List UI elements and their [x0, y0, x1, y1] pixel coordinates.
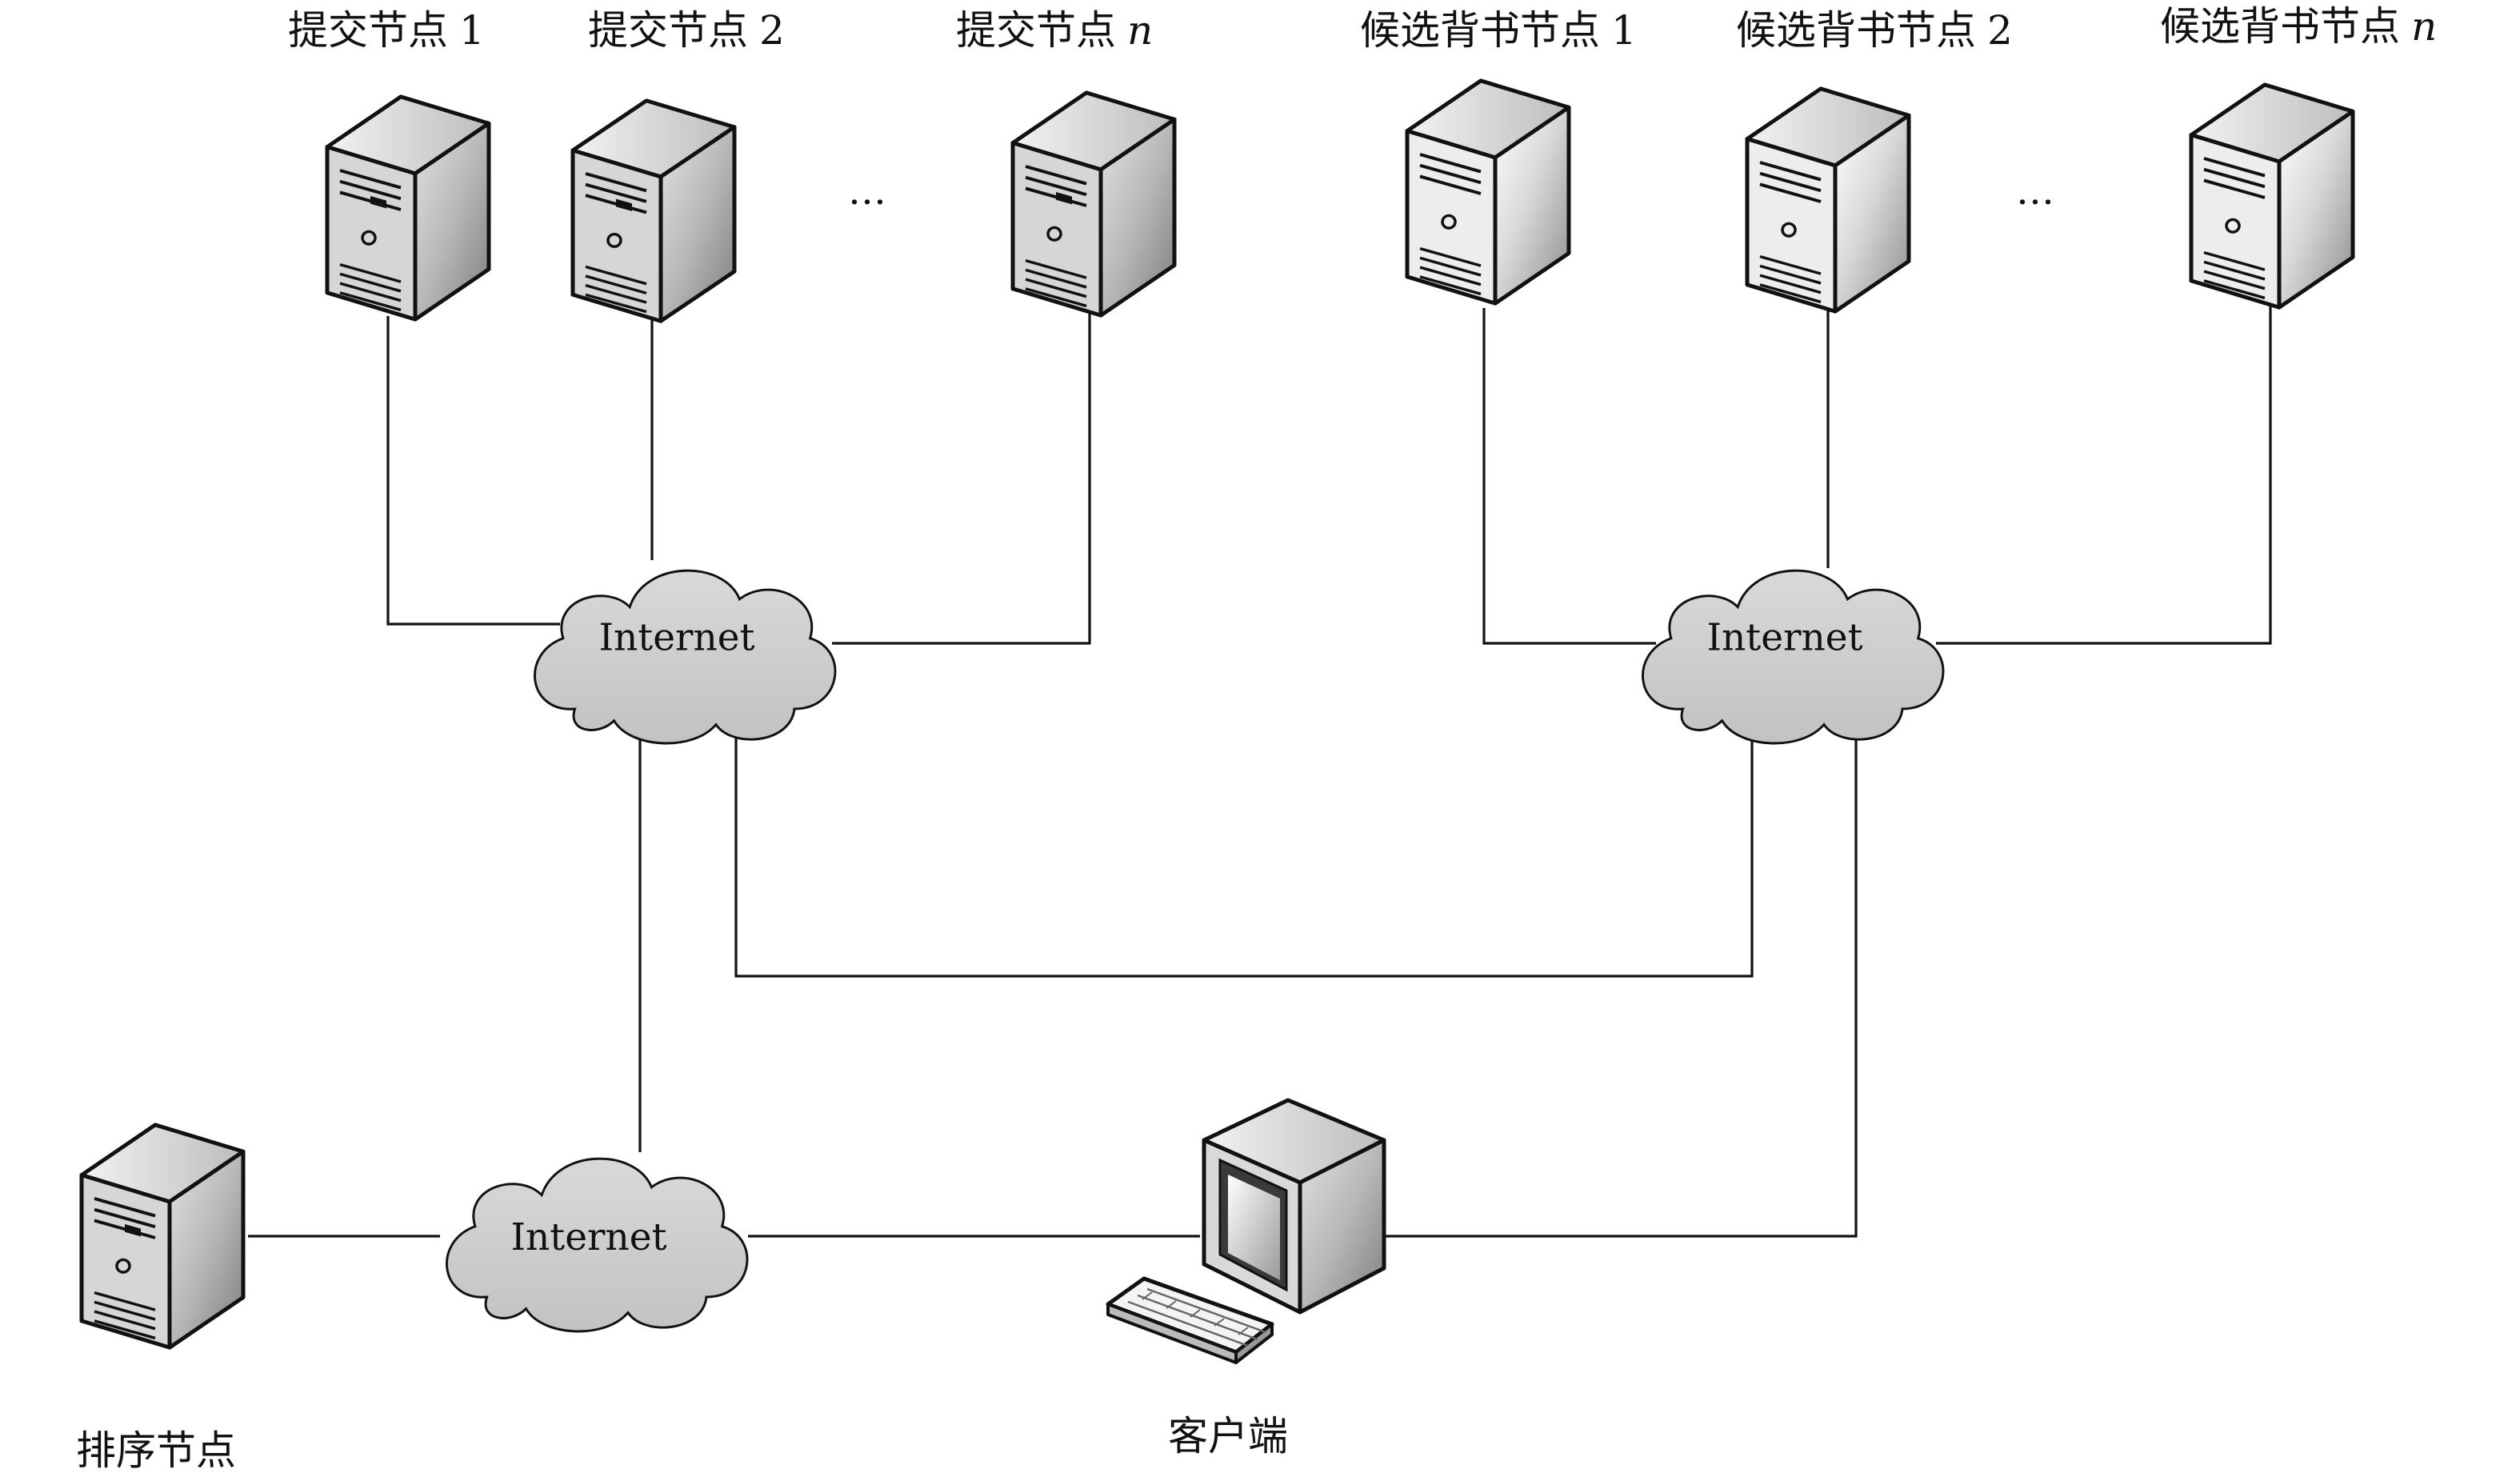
endorse-nodes-ellipsis: …: [2016, 169, 2054, 214]
endorse-node-n-index: n: [2411, 3, 2437, 50]
submit-node-2-label: 提交节点: [588, 7, 748, 54]
wire-submit-node-n: [832, 312, 1091, 645]
endorse-node-n-label: 候选背书节点: [2160, 3, 2400, 50]
submit-node-1-index: 1: [459, 7, 485, 54]
server-icon: [1407, 81, 1569, 303]
wire-client-right-cloud: [1376, 710, 1858, 1238]
server-icon: [1747, 89, 1909, 311]
client: 客户端: [1106, 1098, 1386, 1459]
endorse-node-2-index: 2: [1987, 7, 2013, 54]
submit-node-2-index: 2: [759, 7, 785, 54]
submit-node-1-label: 提交节点: [288, 7, 448, 54]
server-icon: [1013, 93, 1174, 315]
wire-submit-node-1: [386, 316, 560, 626]
internet-cloud-left-label: Internet: [598, 616, 754, 660]
internet-cloud-right: Internet: [1642, 569, 1945, 745]
order-node-label: 排序节点: [76, 1427, 236, 1473]
order-node: 排序节点: [76, 1125, 243, 1473]
server-icon: [82, 1125, 243, 1347]
endorse-node-1-label: 候选背书节点: [1360, 7, 1600, 54]
endorse-node-1-index: 1: [1611, 7, 1637, 54]
client-label: 客户端: [1168, 1413, 1288, 1459]
internet-cloud-bottom: Internet: [446, 1157, 749, 1333]
endorse-node-2-label: 候选背书节点: [1736, 7, 1976, 54]
internet-cloud-right-label: Internet: [1706, 616, 1862, 660]
wire-endorse-node-1: [1482, 308, 1656, 645]
submit-node-n-index: n: [1127, 7, 1153, 54]
internet-cloud-bottom-label: Internet: [510, 1215, 666, 1259]
wire-cloud-left-right: [734, 712, 1754, 978]
wire-endorse-node-n: [1936, 306, 2272, 645]
server-icon: [327, 97, 489, 319]
connection-lines: [248, 306, 2272, 1238]
keyboard-icon: [1106, 1276, 1274, 1364]
server-icon: [573, 101, 734, 321]
server-icon: [2191, 85, 2353, 307]
submit-node-n-label: 提交节点: [956, 7, 1116, 54]
submit-nodes-ellipsis: …: [848, 169, 886, 214]
internet-cloud-left: Internet: [534, 569, 837, 745]
monitor-icon: [1202, 1098, 1386, 1315]
